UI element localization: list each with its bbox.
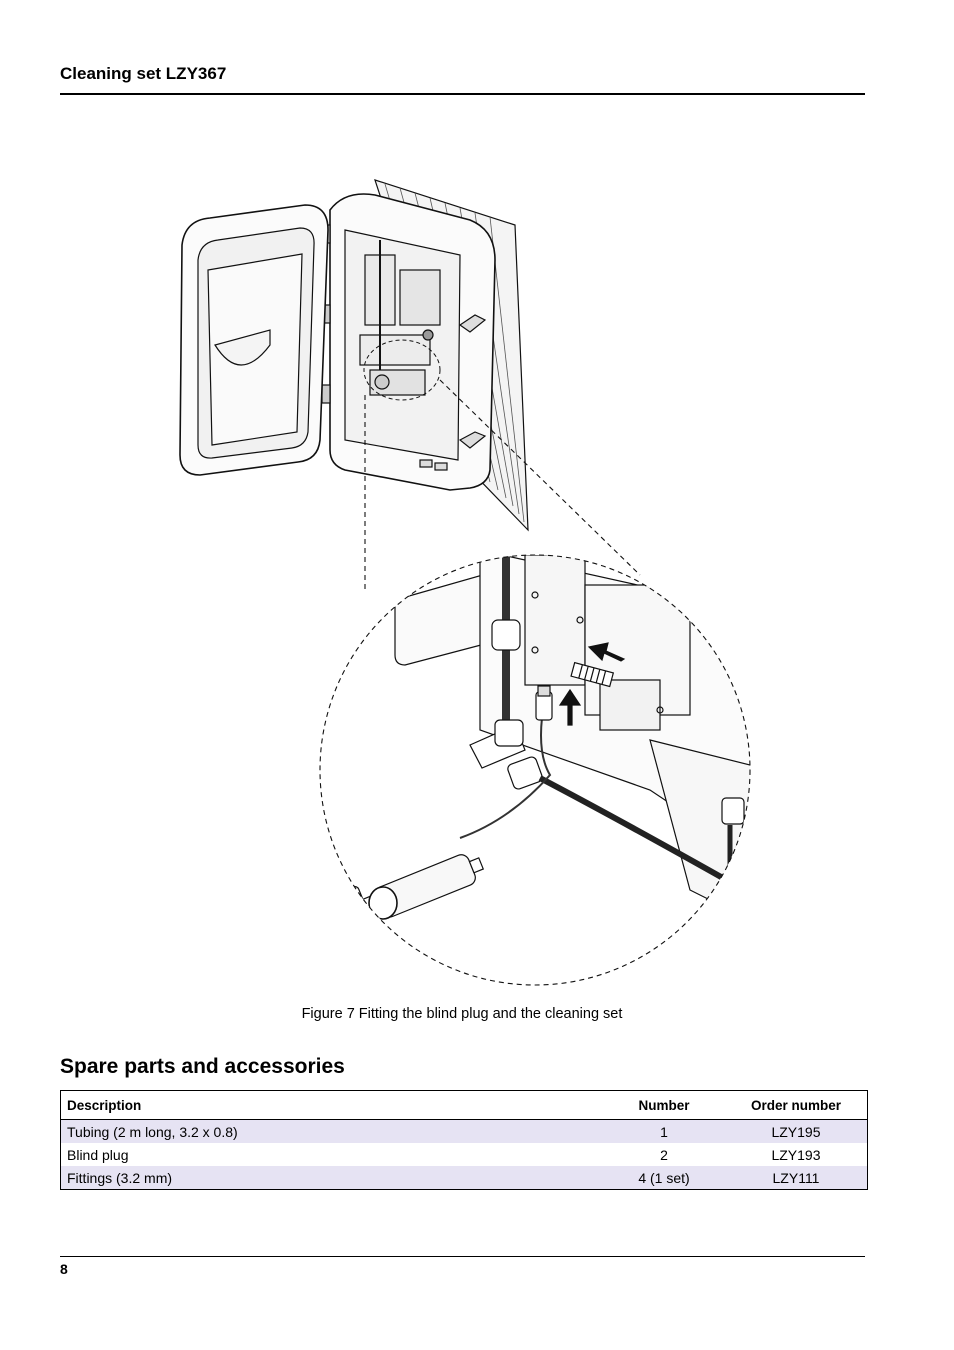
detail-zoom-drawing — [319, 554, 751, 986]
cell-number: 2 — [660, 1146, 668, 1163]
figure-caption: Figure 7 Fitting the blind plug and the … — [301, 1006, 623, 1022]
page-header-title: Cleaning set LZY367 — [60, 64, 227, 83]
column-header-number: Number — [603, 1090, 725, 1120]
table-row: Tubing (2 m long, 3.2 x 0.8) 1 LZY195 — [60, 1119, 868, 1143]
cell-description: Blind plug — [67, 1146, 129, 1163]
cell-order-number: LZY195 — [725, 1119, 868, 1143]
table-header-row: Description Number Order number — [60, 1090, 868, 1120]
spare-parts-table: Description Number Order number Tubing (… — [60, 1090, 868, 1190]
cell-description: Tubing (2 m long, 3.2 x 0.8) — [60, 1119, 603, 1143]
table-row: Fittings (3.2 mm) 4 (1 set) LZY111 — [60, 1166, 868, 1190]
figure-illustration — [170, 170, 770, 1000]
cell-number: 1 — [603, 1119, 725, 1143]
zoom-leader-lines — [364, 379, 641, 590]
cell-description: Fittings (3.2 mm) — [60, 1166, 603, 1190]
cell-order-number: LZY111 — [725, 1166, 868, 1190]
table-row: Blind plug 2 LZY193 — [61, 1143, 868, 1166]
analyser-enclosure-drawing — [179, 179, 529, 532]
section-title: Spare parts and accessories — [60, 1055, 345, 1078]
column-header-order-number: Order number — [725, 1090, 868, 1120]
cell-number: 4 (1 set) — [603, 1166, 725, 1190]
page-number: 8 — [60, 1261, 68, 1277]
header-rule — [60, 93, 865, 95]
footer-rule — [60, 1256, 865, 1257]
cell-order-number: LZY193 — [771, 1146, 821, 1163]
column-header-description: Description — [60, 1090, 603, 1120]
